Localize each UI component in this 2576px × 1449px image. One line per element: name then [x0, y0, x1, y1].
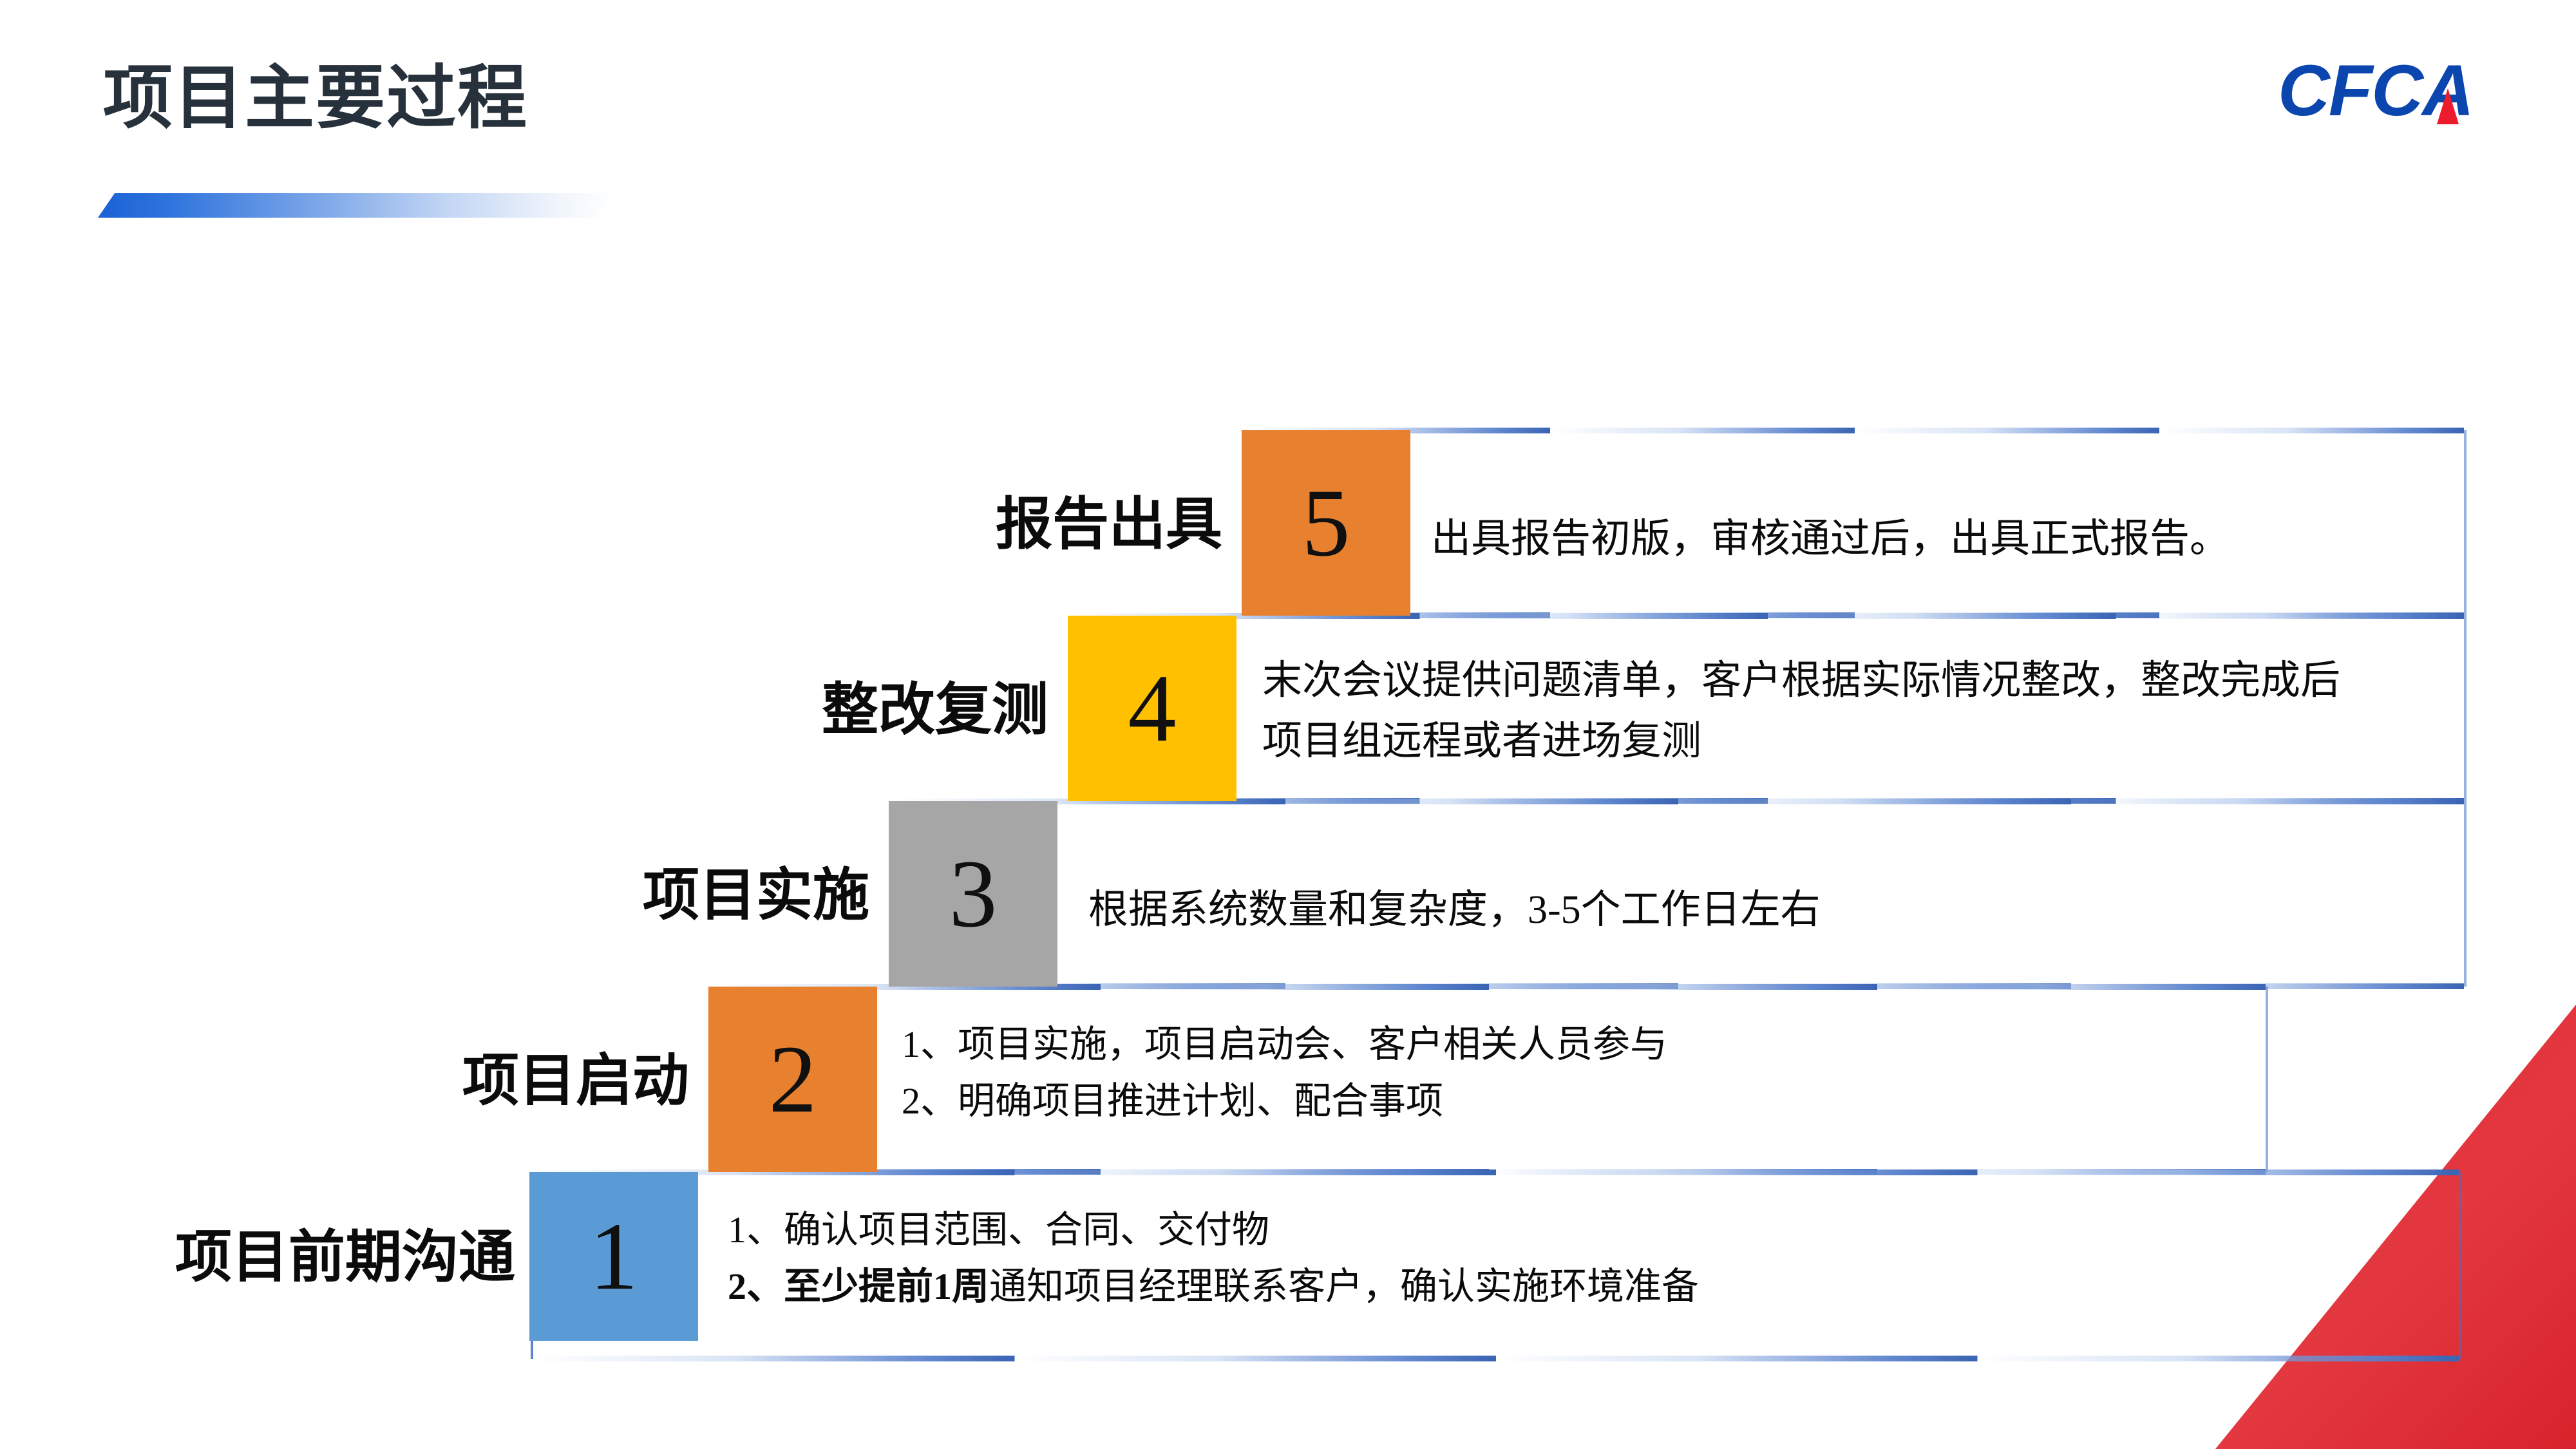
step-label-1: 项目前期沟通	[175, 1225, 515, 1289]
step-number-3: 3	[949, 840, 998, 947]
step-number-box-1: 1	[529, 1172, 698, 1341]
cfca-logo: CFCA	[2278, 53, 2474, 129]
step-description-line: 1、项目实施，项目启动会、客户相关人员参与	[902, 1023, 1668, 1065]
step-description-3: 根据系统数量和复杂度，3-5个工作日左右	[1088, 880, 1821, 940]
step-number-4: 4	[1128, 655, 1177, 762]
step-number-box-4: 4	[1068, 616, 1236, 801]
page-title: 项目主要过程	[103, 59, 529, 137]
step-description-line: 1、确认项目范围、合同、交付物	[728, 1209, 1270, 1251]
cfca-logo-text: CFCA	[2278, 55, 2474, 127]
step-description-line: 2、至少提前1周通知项目经理联系客户，确认实施环境准备	[728, 1258, 1699, 1315]
step-description-line: 项目组远程或者进场复测	[1262, 719, 1702, 764]
normal-text: 通知项目经理联系客户，确认实施环境准备	[989, 1265, 1700, 1308]
step-description-line: 末次会议提供问题清单，客户根据实际情况整改，整改完成后	[1262, 659, 2341, 703]
step-description-line: 出具报告初版，审核通过后，出具正式报告。	[1431, 517, 2230, 561]
step-number-box-3: 3	[889, 801, 1057, 987]
step-number-2: 2	[768, 1026, 817, 1133]
step-label-2: 项目启动	[462, 1048, 689, 1112]
step-description-4: 末次会议提供问题清单，客户根据实际情况整改，整改完成后项目组远程或者进场复测	[1262, 650, 2340, 772]
step-description-line: 2、明确项目推进计划、配合事项	[902, 1080, 1444, 1122]
step-number-5: 5	[1302, 469, 1350, 576]
step-number-1: 1	[589, 1203, 638, 1310]
title-underline-bar	[98, 193, 613, 218]
red-triangle-accent-icon	[2437, 88, 2459, 124]
step-label-4: 整改复测	[821, 677, 1048, 741]
step-description-5: 出具报告初版，审核通过后，出具正式报告。	[1431, 509, 2230, 569]
step-label-5: 报告出具	[995, 492, 1222, 556]
step-description-line: 根据系统数量和复杂度，3-5个工作日左右	[1088, 888, 1821, 932]
step-description-1: 1、确认项目范围、合同、交付物 2、至少提前1周通知项目经理联系客户，确认实施环境…	[728, 1202, 1699, 1315]
step-label-3: 项目实施	[642, 863, 869, 927]
step-description-2: 1、项目实施，项目启动会、客户相关人员参与 2、明确项目推进计划、配合事项	[902, 1016, 1667, 1130]
step-number-box-5: 5	[1242, 430, 1410, 616]
step-number-box-2: 2	[708, 987, 877, 1172]
emphasis-text: 2、至少提前1周	[728, 1265, 990, 1308]
